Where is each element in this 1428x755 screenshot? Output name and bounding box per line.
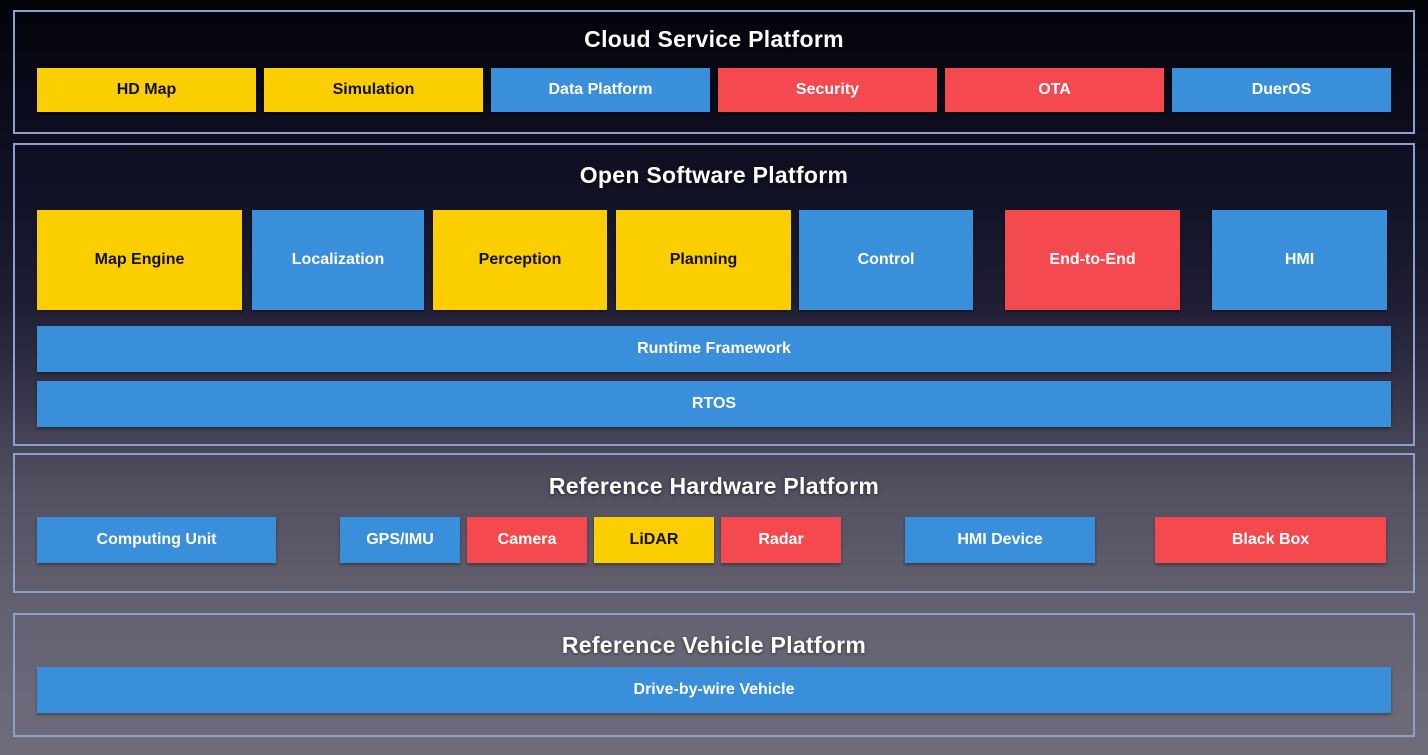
cloud-box-ota: OTA (945, 68, 1164, 112)
rtos-bar: RTOS (37, 381, 1391, 427)
cloud-service-row: HD Map Simulation Data Platform Security… (15, 68, 1413, 112)
cloud-box-hd-map: HD Map (37, 68, 256, 112)
software-module-map-engine: Map Engine (37, 210, 242, 310)
software-module-localization: Localization (252, 210, 424, 310)
drive-by-wire-vehicle-bar: Drive-by-wire Vehicle (37, 667, 1391, 713)
hardware-box-radar: Radar (721, 517, 841, 563)
cloud-box-data-platform: Data Platform (491, 68, 710, 112)
software-module-control: Control (799, 210, 973, 310)
cloud-box-simulation: Simulation (264, 68, 483, 112)
reference-hardware-platform-title: Reference Hardware Platform (548, 473, 880, 499)
runtime-framework-row: Runtime Framework (15, 326, 1413, 372)
hardware-row: Computing Unit GPS/IMU Camera LiDAR Rada… (15, 517, 1413, 563)
cloud-service-platform-title: Cloud Service Platform (584, 26, 844, 52)
reference-vehicle-platform-title: Reference Vehicle Platform (561, 632, 867, 658)
software-module-end-to-end: End-to-End (1005, 210, 1180, 310)
open-software-platform-title: Open Software Platform (579, 162, 849, 188)
hardware-box-lidar: LiDAR (594, 517, 714, 563)
hardware-box-black-box: Black Box (1155, 517, 1386, 563)
hardware-box-computing-unit: Computing Unit (37, 517, 276, 563)
software-modules-row: Map Engine Localization Perception Plann… (15, 210, 1413, 310)
open-software-platform-section: Open Software Platform Map Engine Locali… (13, 143, 1415, 446)
rtos-row: RTOS (15, 381, 1413, 427)
reference-vehicle-platform-section: Reference Vehicle Platform Drive-by-wire… (13, 613, 1415, 737)
reference-hardware-platform-section: Reference Hardware Platform Computing Un… (13, 453, 1415, 593)
software-module-planning: Planning (616, 210, 791, 310)
cloud-service-platform-section: Cloud Service Platform HD Map Simulation… (13, 10, 1415, 134)
cloud-box-dueros: DuerOS (1172, 68, 1391, 112)
hardware-box-hmi-device: HMI Device (905, 517, 1095, 563)
software-module-hmi: HMI (1212, 210, 1387, 310)
vehicle-row: Drive-by-wire Vehicle (15, 667, 1413, 713)
runtime-framework-bar: Runtime Framework (37, 326, 1391, 372)
cloud-box-security: Security (718, 68, 937, 112)
hardware-box-gps-imu: GPS/IMU (340, 517, 460, 563)
software-module-perception: Perception (433, 210, 607, 310)
hardware-box-camera: Camera (467, 517, 587, 563)
